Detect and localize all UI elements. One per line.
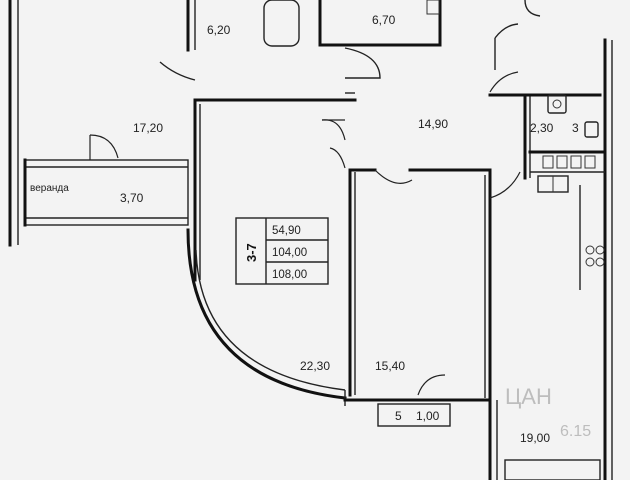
room-area-kitchen: 19,00 xyxy=(520,431,550,445)
apartment-code: 3-7 xyxy=(244,243,259,262)
room-area-wc: 2,30 xyxy=(530,121,554,135)
watermark-text: ЦАН xyxy=(505,384,552,409)
room-area-top-left: 6,20 xyxy=(207,23,231,37)
apartment-total-area-with-balcony: 108,00 xyxy=(272,269,307,281)
apartment-total-area: 104,00 xyxy=(272,247,307,259)
apartment-info-box: 3-7 54,90 104,00 108,00 xyxy=(235,217,329,285)
room-area-corridor: 14,90 xyxy=(418,117,448,131)
balcony-mark: 5 xyxy=(395,409,402,423)
wc-symbol: 3 xyxy=(572,121,579,135)
room-area-bedroom: 15,40 xyxy=(375,359,405,373)
watermark-number: 6.15 xyxy=(560,423,591,440)
room-area-living: 22,30 xyxy=(300,359,330,373)
apartment-living-area: 54,90 xyxy=(272,225,301,237)
room-area-balcony: 1,00 xyxy=(416,409,440,423)
veranda-label: веранда xyxy=(30,183,69,194)
room-area-veranda: 3,70 xyxy=(120,191,144,205)
room-area-hall-left: 17,20 xyxy=(133,121,163,135)
walls xyxy=(8,0,613,480)
room-area-bath: 6,70 xyxy=(372,13,396,27)
